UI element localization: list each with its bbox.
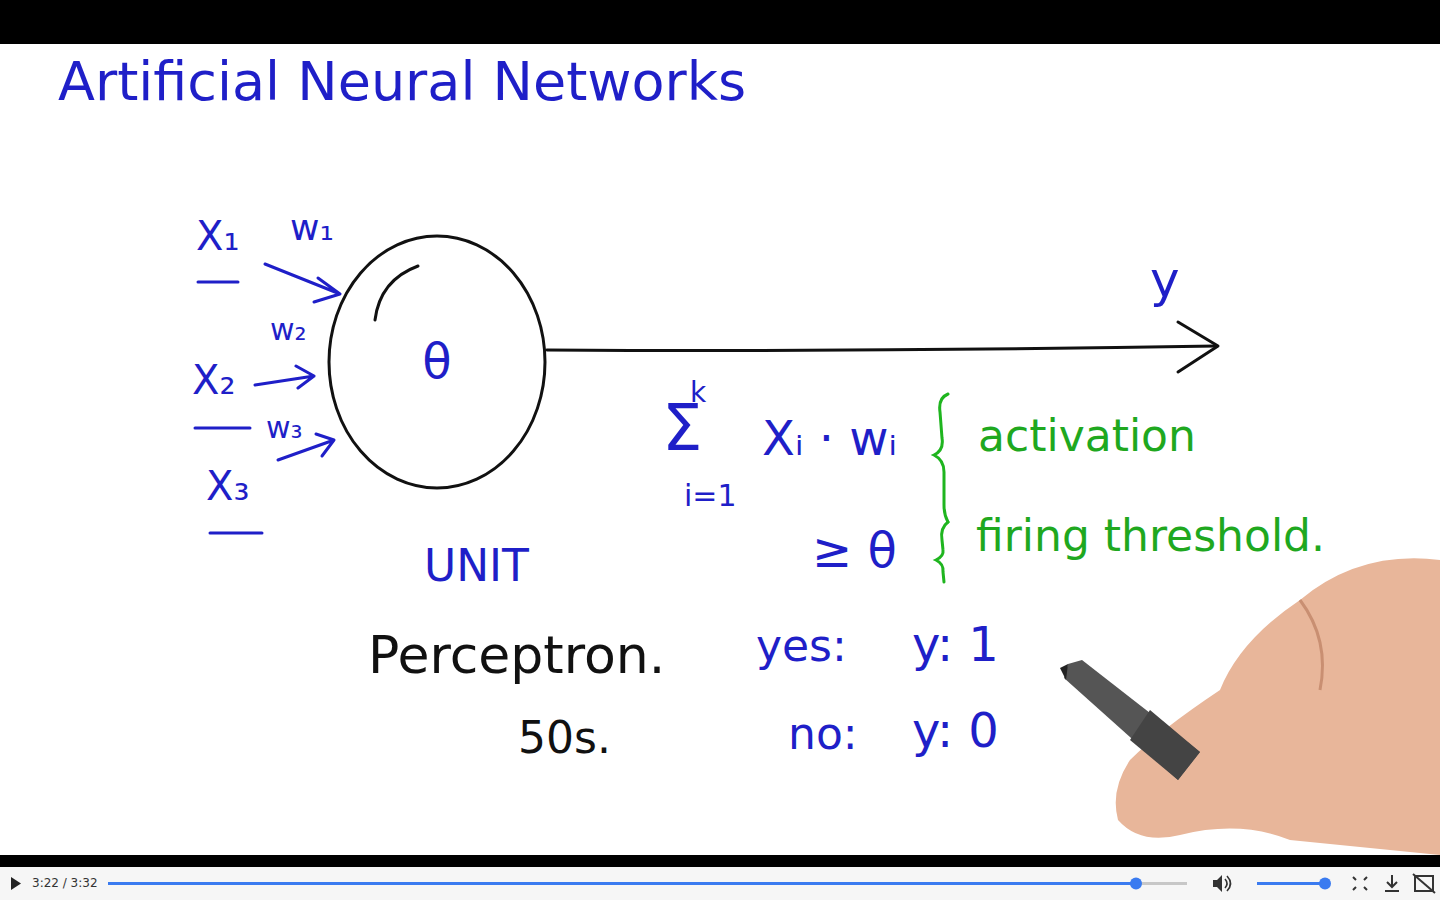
weight-label: w₃ [266,410,303,446]
input-underlines [195,282,262,533]
player-control-bar [0,867,1440,900]
sum-index: i=1 [684,478,737,514]
perceptron-label: Perceptron. [368,624,665,686]
unit-arc [375,266,418,320]
rule-output: y: 1 [912,616,999,674]
era-label: 50s. [518,712,611,765]
green-braces [934,394,948,582]
output-label: y [1150,250,1180,310]
input-label: X₂ [192,356,235,404]
rule-case: yes: [756,620,847,673]
sum-symbol: Σ [662,396,702,460]
unit-label: UNIT [424,540,529,593]
video-player-controls [11,874,1435,893]
annotation: firing threshold. [976,510,1325,563]
weight-label: w₂ [270,312,307,348]
input-label: X₃ [206,462,249,510]
hand-with-pen [1060,558,1440,855]
weight-label: w₁ [290,206,334,249]
threshold-condition: ≥ θ [812,522,897,580]
bottom-black-band [0,855,1440,867]
annotation: activation [978,410,1196,463]
threshold-symbol: θ [422,333,451,391]
input-label: X₁ [196,212,239,260]
activation-formula: Xᵢ · wᵢ [762,410,897,468]
diagram-title: Artificial Neural Networks [58,50,746,115]
output-arrow [547,322,1218,372]
rule-output: y: 0 [912,702,999,760]
perceptron-unit-circle: θ [327,234,547,490]
top-black-band [0,0,1440,44]
rule-case: no: [788,708,858,761]
input-arrows [255,264,340,460]
video-time: 3:22 / 3:32 [32,876,98,890]
